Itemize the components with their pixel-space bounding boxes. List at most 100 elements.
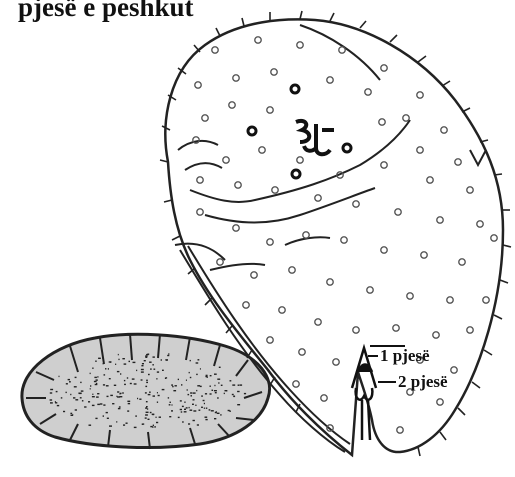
speckle: [94, 377, 97, 378]
speckle: [196, 390, 197, 391]
speckle: [168, 353, 169, 354]
speckle: [170, 402, 171, 403]
speckle: [184, 402, 185, 403]
speckle: [146, 382, 148, 383]
speckle: [50, 392, 52, 393]
speckle: [196, 374, 198, 375]
speckle: [224, 393, 225, 394]
speckle: [193, 410, 196, 411]
speckle: [153, 425, 154, 426]
speckle: [178, 379, 179, 380]
speckle: [156, 417, 157, 418]
speckle: [145, 357, 147, 358]
speckle: [123, 424, 125, 425]
speckle: [188, 423, 190, 424]
speckle: [50, 399, 53, 400]
speckle: [130, 383, 132, 384]
speckle: [50, 402, 53, 403]
speckle: [171, 410, 173, 411]
speckle: [158, 395, 160, 396]
speckle: [189, 407, 190, 408]
speckle: [117, 371, 120, 372]
speckle: [120, 373, 121, 374]
speckle: [132, 378, 135, 379]
speckle: [97, 393, 99, 394]
speckle: [162, 389, 165, 390]
speckle: [128, 403, 130, 404]
speckle: [96, 379, 98, 380]
speckle: [169, 416, 171, 417]
label-2-text: 2 pjesë: [398, 372, 448, 391]
diagram-caption: pjesë e peshkut: [18, 0, 194, 23]
speckle: [154, 426, 156, 427]
speckle: [152, 414, 154, 415]
speckle: [152, 364, 154, 365]
speckle: [126, 423, 128, 424]
speckle: [168, 397, 169, 398]
speckle: [211, 410, 214, 411]
speckle: [139, 399, 141, 400]
speckle: [220, 414, 221, 415]
speckle: [149, 392, 151, 393]
speckle: [127, 410, 129, 411]
speckle: [232, 384, 235, 385]
speckle: [104, 374, 106, 375]
speckle: [75, 399, 78, 400]
speckle: [153, 356, 155, 357]
speckle: [190, 410, 193, 411]
speckle: [88, 401, 90, 402]
speckle: [68, 379, 70, 380]
speckle: [57, 405, 59, 406]
speckle: [84, 406, 86, 407]
speckle: [136, 370, 137, 371]
speckle: [214, 418, 216, 419]
speckle: [102, 357, 103, 358]
speckle: [193, 399, 195, 400]
speckle: [153, 395, 156, 396]
speckle: [150, 412, 152, 413]
speckle: [94, 381, 97, 382]
speckle: [134, 383, 137, 384]
speckle: [100, 403, 103, 404]
speckle: [119, 396, 122, 397]
speckle: [103, 363, 104, 364]
speckle: [146, 406, 148, 407]
speckle: [192, 404, 194, 405]
speckle: [119, 393, 120, 394]
speckle: [193, 420, 195, 421]
speckle: [124, 363, 127, 364]
cross-section-outline: [22, 334, 270, 447]
speckle: [204, 403, 205, 404]
speckle: [118, 359, 119, 360]
speckle: [156, 378, 157, 379]
speckle: [173, 390, 176, 391]
speckle: [92, 396, 95, 397]
speckle: [210, 393, 212, 394]
speckle: [215, 392, 217, 393]
speckle: [115, 364, 116, 365]
speckle: [90, 373, 91, 374]
speckle: [116, 421, 117, 422]
speckle: [81, 390, 84, 391]
speckle: [149, 362, 152, 363]
label-1-text: 1 pjesë: [380, 346, 430, 365]
speckle: [157, 392, 158, 393]
speckle: [197, 385, 200, 386]
speckle: [144, 360, 146, 361]
speckle: [203, 400, 205, 401]
speckle: [167, 355, 169, 356]
speckle: [127, 377, 128, 378]
speckle: [205, 419, 207, 420]
speckle: [206, 375, 208, 376]
speckle: [157, 402, 158, 403]
speckle: [217, 397, 219, 398]
speckle: [103, 415, 104, 416]
speckle: [145, 414, 148, 415]
speckle: [69, 381, 71, 382]
speckle: [75, 409, 77, 410]
speckle: [148, 394, 151, 395]
speckle: [214, 390, 217, 391]
speckle: [141, 369, 144, 370]
speckle: [182, 421, 184, 422]
speckle: [112, 403, 114, 404]
